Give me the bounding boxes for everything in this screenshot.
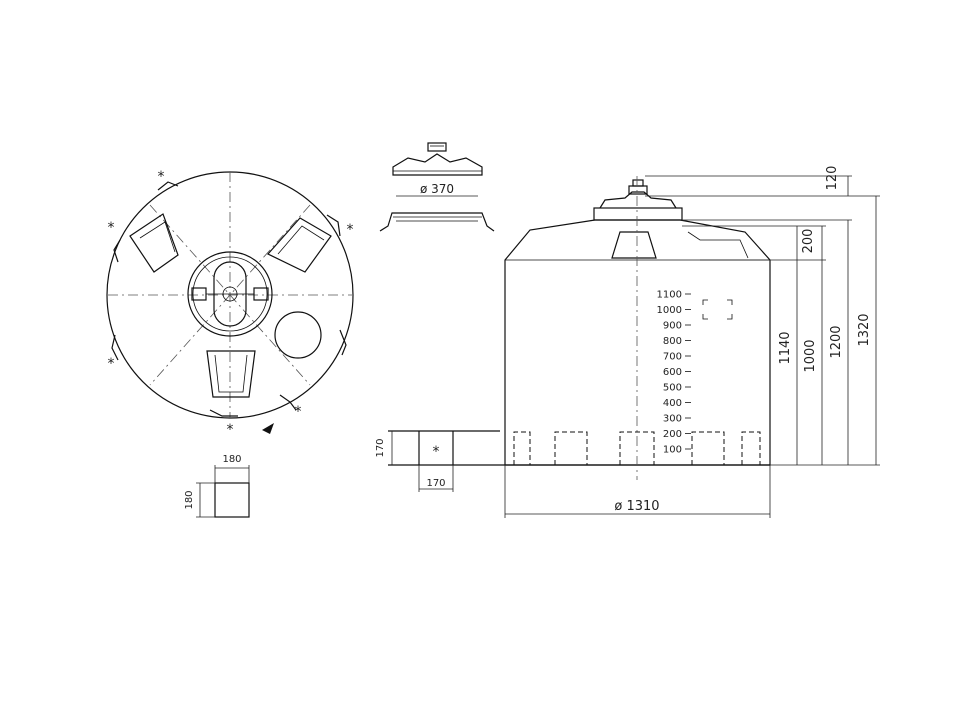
foot-mark: *: [347, 222, 354, 238]
foot-detail-180: 180 180: [184, 454, 250, 518]
top-lid-knob: [632, 179, 644, 187]
dim-text-180-width: 180: [222, 454, 241, 465]
top-recess: [611, 231, 657, 259]
lid-handle-left: [191, 287, 207, 301]
tank-body-outline: [504, 219, 771, 466]
recess-upper-left: [129, 213, 179, 273]
lid-handle-right: [253, 287, 269, 301]
direction-arrow-icon: [262, 423, 274, 434]
foot-tab-7: [279, 394, 297, 411]
dim-text-1200: 1200: [829, 325, 844, 358]
level-scale: 1100 1000 900 800 700 600 500 400 300 200 100: [657, 290, 691, 456]
outlet-port-circle: [274, 311, 322, 359]
recess-upper-left-inner: [139, 221, 176, 253]
dim-text-lid-diameter: ø 370: [420, 182, 454, 196]
lid-outer-circle: [187, 251, 273, 337]
foot-mark: *: [433, 444, 440, 460]
foot-mark: *: [158, 169, 165, 185]
level-scale-label: 500: [663, 383, 682, 394]
foot-tab-4: [339, 329, 347, 356]
foot-recess-5: [741, 431, 761, 465]
recess-bottom-inner: [214, 354, 248, 393]
recess-bottom: [206, 350, 256, 398]
top-lid-crown: [599, 191, 677, 209]
level-scale-label: 400: [663, 398, 682, 409]
side-recess-top: [687, 231, 749, 259]
level-scale-label: 800: [663, 336, 682, 347]
level-scale-label: 700: [663, 352, 682, 363]
foot-mark: *: [108, 220, 115, 236]
lid-inner-circle: [192, 256, 268, 332]
foot-tab-5: [111, 334, 119, 361]
dim-text-tank-diameter: ø 1310: [614, 499, 659, 514]
dim-text-1320: 1320: [857, 313, 872, 346]
foot-tab-6: [209, 409, 238, 417]
dim-text-1000: 1000: [803, 339, 818, 372]
foot-recess-3: [619, 431, 655, 465]
dim-text-170-width: 170: [426, 478, 445, 489]
foot-mark: *: [295, 404, 302, 420]
top-lid-ring: [593, 207, 683, 221]
level-scale-label: 300: [663, 414, 682, 425]
dim-text-120: 120: [825, 166, 840, 191]
lid-cap: [427, 142, 447, 152]
dimension-diameter-1310: ø 1310: [504, 465, 771, 518]
top-view: * * * * * *: [106, 169, 354, 438]
lid-detail: ø 370: [379, 142, 495, 232]
foot-square: [214, 482, 250, 518]
recess-upper-right: [267, 217, 332, 273]
dim-text-1140: 1140: [778, 331, 793, 364]
recess-upper-right-inner: [277, 225, 325, 255]
foot-recess-2: [554, 431, 588, 465]
side-view: [504, 176, 771, 480]
dim-text-180-height: 180: [184, 490, 195, 509]
level-marker-bracket: [702, 299, 733, 320]
foot-tab-1: [157, 181, 179, 191]
level-scale-label: 900: [663, 321, 682, 332]
level-scale-label: 100: [663, 445, 682, 456]
foot-recess-1: [513, 431, 531, 465]
height-dimensions: 120 200 1140 1000 1200 1320: [645, 166, 880, 466]
dim-text-200: 200: [801, 229, 816, 254]
foot-tab-3: [326, 214, 341, 237]
foot-mark: *: [108, 356, 115, 372]
foot-recess-4: [691, 431, 725, 465]
level-scale-label: 200: [663, 429, 682, 440]
foot-detail-170: * 170 170: [375, 430, 505, 492]
centerline-diagonal-2: [149, 204, 311, 386]
level-scale-label: 600: [663, 367, 682, 378]
lid-body: [392, 153, 483, 176]
level-scale-label: 1000: [657, 305, 682, 316]
lid-section: [379, 212, 495, 232]
dim-text-170-height: 170: [375, 438, 386, 457]
level-scale-label: 1100: [657, 290, 682, 301]
foot-mark: *: [227, 422, 234, 438]
foot-tab-2: [113, 239, 121, 263]
